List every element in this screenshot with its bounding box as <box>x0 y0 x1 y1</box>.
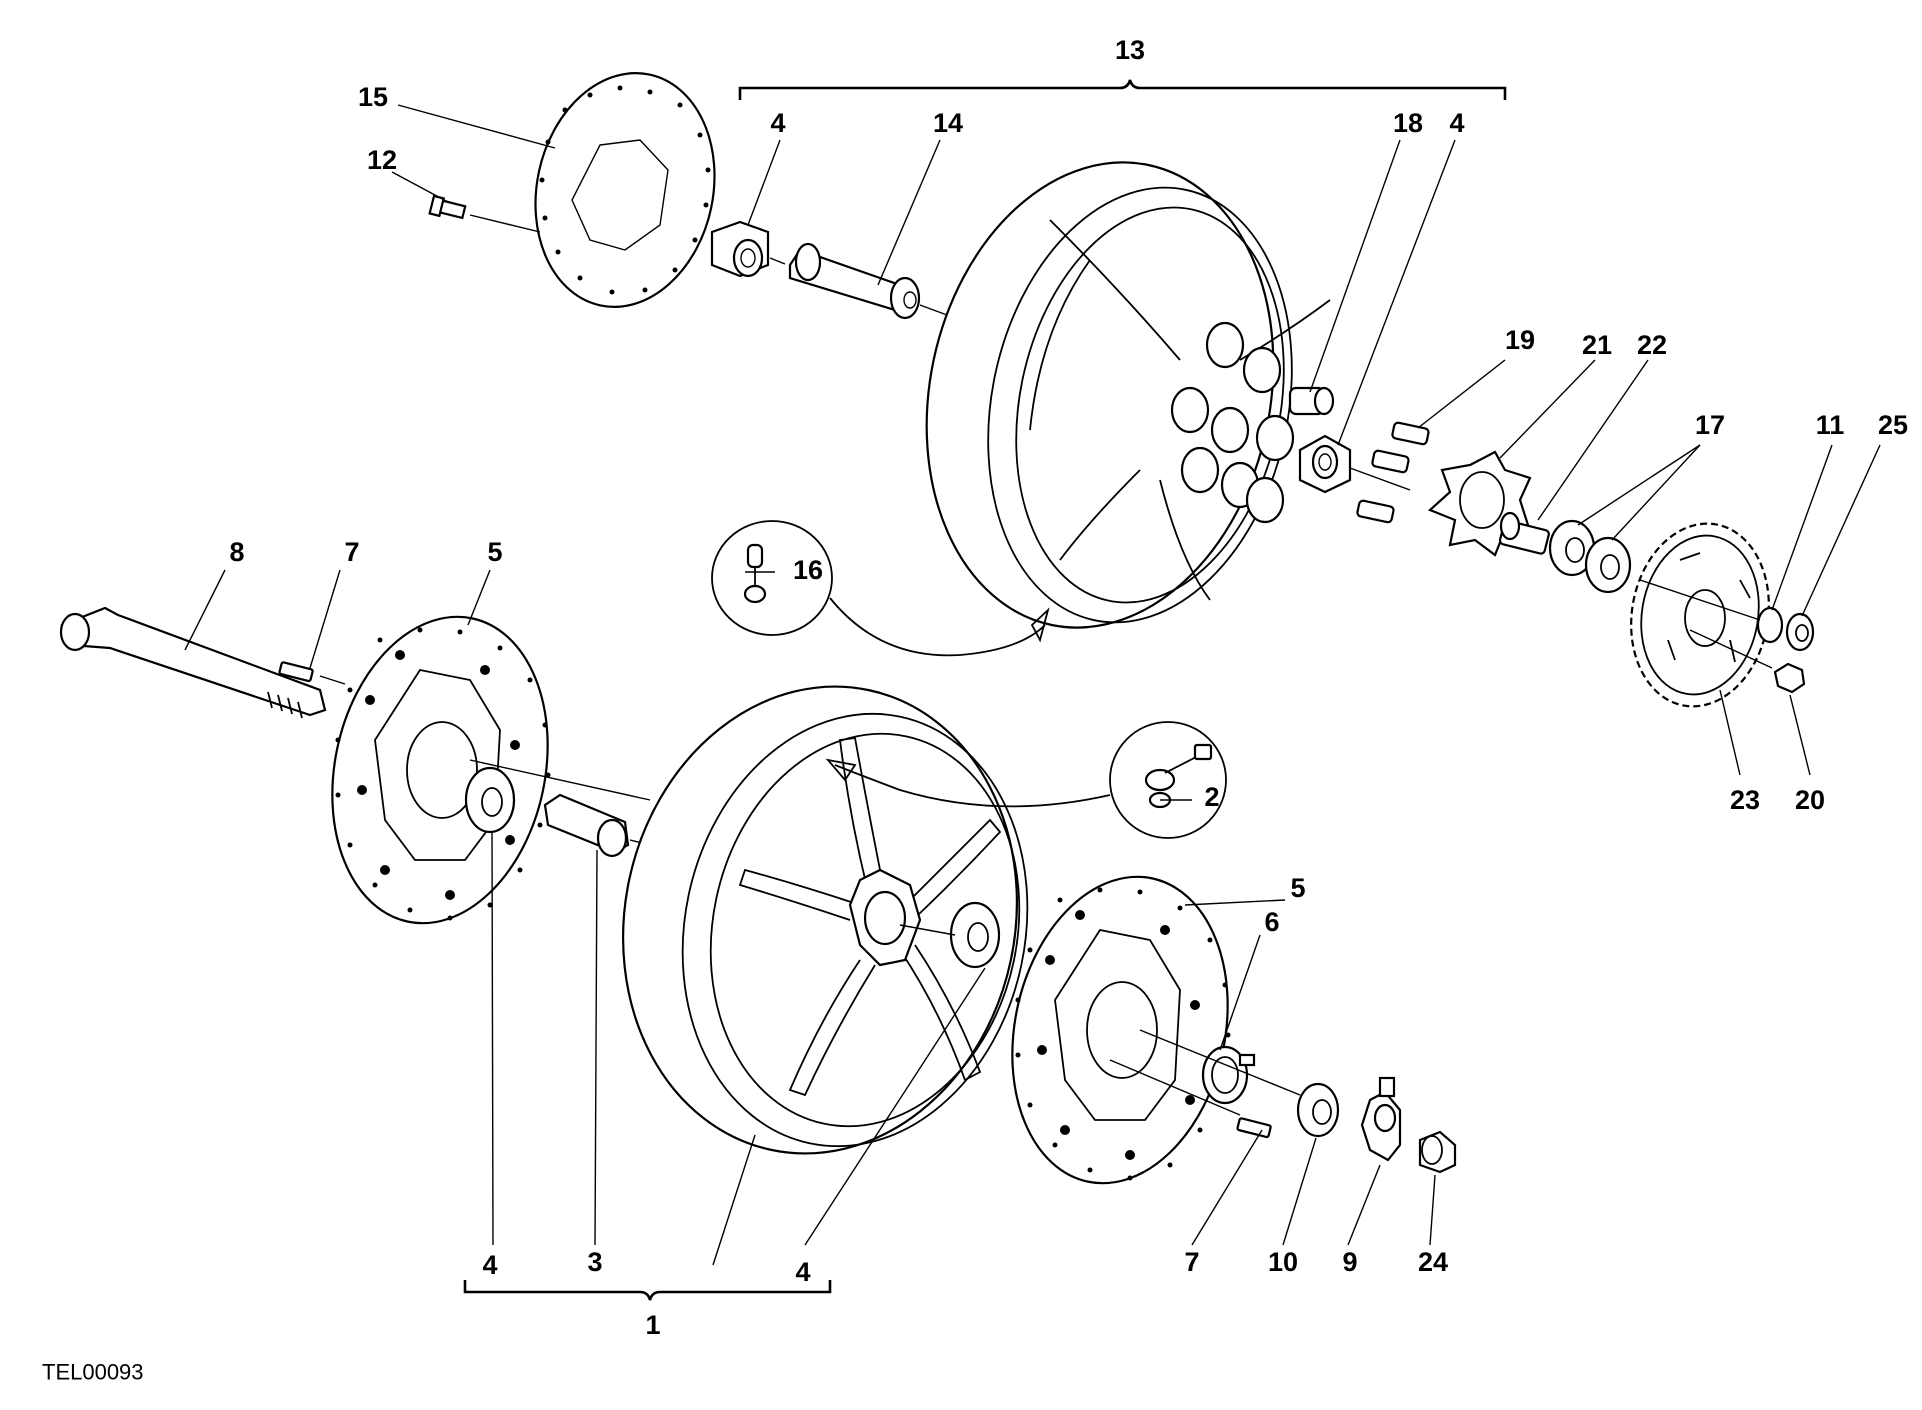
front-disc-bolt-left <box>278 661 346 685</box>
callout-23: 23 <box>1730 785 1760 815</box>
rear-wheel-group <box>428 72 1815 708</box>
sprocket-nut <box>1773 662 1806 694</box>
drawing-reference: TEL00093 <box>42 1360 144 1385</box>
front-wheel-group <box>59 606 1457 1301</box>
front-axle <box>59 606 327 719</box>
front-brake-disc-right <box>1011 875 1231 1185</box>
front-seal <box>1296 1082 1340 1138</box>
callout-labels: 13 15 12 4 14 18 4 19 21 22 17 11 25 23 … <box>229 35 1908 1340</box>
carrier-spacer <box>1498 511 1550 555</box>
cush-drive-rubber <box>1288 386 1335 416</box>
callout-4: 4 <box>770 108 785 138</box>
callout-2: 2 <box>1204 782 1219 812</box>
front-wheel <box>622 685 1029 1155</box>
front-spacer <box>543 793 651 858</box>
speedometer-drive-ring <box>1201 1045 1256 1105</box>
sprocket-washer <box>1756 606 1815 652</box>
rear-valve-detail <box>711 520 1050 657</box>
callout-7: 7 <box>1184 1247 1199 1277</box>
callout-12: 12 <box>367 145 397 175</box>
callout-16: 16 <box>793 555 823 585</box>
rear-disc-bolt <box>428 194 541 233</box>
callout-5: 5 <box>487 537 502 567</box>
bracket-1 <box>463 1280 832 1301</box>
rear-spacer <box>788 242 921 320</box>
callout-8: 8 <box>229 537 244 567</box>
front-axle-nut <box>1418 1130 1457 1174</box>
front-brake-disc-left <box>331 615 551 925</box>
callout-11: 11 <box>1816 410 1845 440</box>
callout-21: 21 <box>1582 330 1612 360</box>
callout-20: 20 <box>1795 785 1825 815</box>
bracket-13 <box>738 79 1507 100</box>
callout-18: 18 <box>1393 108 1423 138</box>
callout-4: 4 <box>795 1257 810 1287</box>
callout-19: 19 <box>1505 325 1535 355</box>
callout-15: 15 <box>358 82 388 112</box>
callout-4: 4 <box>482 1250 497 1280</box>
rear-wheel <box>925 161 1331 629</box>
rear-sprocket <box>1630 522 1770 708</box>
callout-5: 5 <box>1290 873 1305 903</box>
rear-brake-disc <box>534 72 716 308</box>
callout-1: 1 <box>645 1310 660 1340</box>
rear-bearing-left <box>710 220 770 278</box>
callout-10: 10 <box>1268 1247 1298 1277</box>
callout-6: 6 <box>1264 907 1279 937</box>
callout-22: 22 <box>1637 330 1667 360</box>
callout-7: 7 <box>344 537 359 567</box>
callout-17: 17 <box>1695 410 1725 440</box>
rear-bearing-right <box>1298 434 1352 494</box>
leader-lines <box>184 104 1881 1266</box>
carrier-bearings <box>1548 519 1632 594</box>
front-disc-bolt-right <box>1109 1059 1272 1139</box>
callout-25: 25 <box>1878 410 1908 440</box>
speedometer-drive <box>1360 1076 1402 1162</box>
sprocket-carrier-studs <box>1356 421 1430 524</box>
front-bearing-right <box>949 901 1001 969</box>
callout-14: 14 <box>933 108 963 138</box>
callout-3: 3 <box>587 1247 602 1277</box>
callout-9: 9 <box>1342 1247 1357 1277</box>
callout-24: 24 <box>1418 1247 1448 1277</box>
callout-4: 4 <box>1449 108 1464 138</box>
callout-13: 13 <box>1115 35 1145 65</box>
